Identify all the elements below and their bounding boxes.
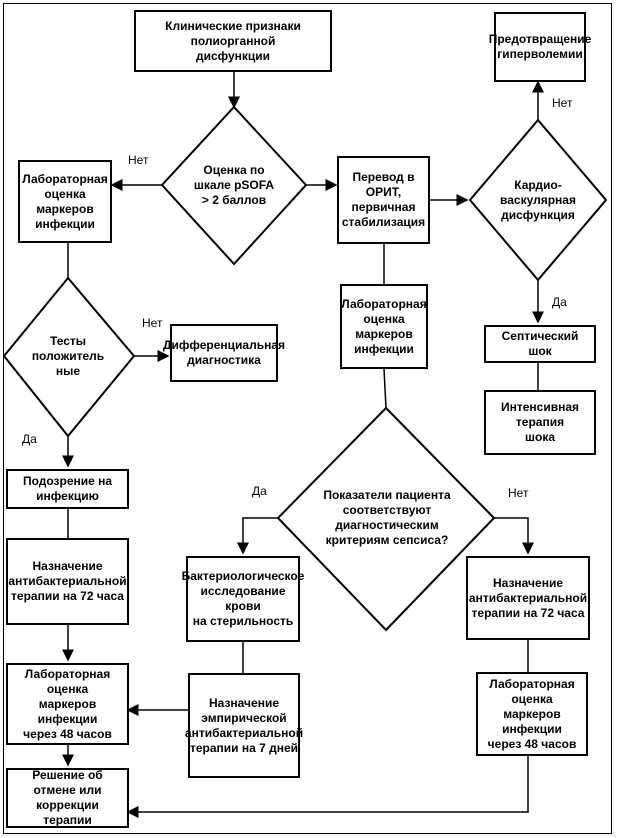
label-no-sepsis: Нет	[508, 486, 529, 500]
label-no-psofa: Нет	[128, 153, 149, 167]
node-suspected-infection: Подозрение на инфекцию	[6, 469, 129, 509]
sepsis-diamond	[276, 406, 496, 632]
node-clinical-signs: Клинические признаки полиорганной дисфун…	[134, 10, 332, 72]
label-yes-cardio: Да	[552, 295, 567, 309]
node-lab-markers-left: Лабораторная оценка маркеров инфекции	[18, 160, 112, 243]
decision-tests-text: Тесты положитель ные	[31, 333, 105, 378]
label-no-cardio: Нет	[552, 96, 573, 110]
node-antibacterial-72-left: Назначение антибактериальной терапии на …	[6, 538, 129, 625]
node-lab-markers-48-right: Лабораторная оценка маркеров инфекции че…	[476, 672, 588, 756]
node-intensive-therapy: Интенсивная терапия шока	[484, 390, 596, 455]
node-differential-diagnosis: Дифференциальная диагностика	[163, 324, 285, 382]
node-septic-shock: Септический шок	[484, 325, 596, 363]
node-lab-markers-48-left: Лабораторная оценка маркеров инфекции че…	[6, 663, 129, 745]
node-empirical-therapy: Назначение эмпирической антибактериально…	[185, 673, 303, 778]
decision-psofa-text: Оценка по шкале pSOFA > 2 баллов	[193, 162, 275, 207]
node-bacteriological: Бактериологическое исследование крови на…	[182, 556, 304, 642]
node-prevent-hypervolemia: Предотвращение гиперволемии	[489, 12, 591, 82]
psofa-diamond	[160, 105, 308, 266]
label-yes-sepsis: Да	[252, 484, 267, 498]
decision-cardio-text: Кардио- васкулярная дисфункция	[500, 177, 576, 222]
node-lab-markers-center: Лабораторная оценка маркеров инфекции	[340, 284, 428, 369]
label-yes-tests: Да	[22, 432, 37, 446]
connector-lines	[62, 72, 544, 818]
node-antibacterial-72-right: Назначение антибактериальной терапии на …	[466, 556, 590, 640]
node-icu-transfer: Перевод в ОРИТ, первичная стабилизация	[337, 156, 430, 244]
label-no-tests: Нет	[142, 316, 163, 330]
diagram-frame	[3, 3, 612, 834]
node-decision-cancel: Решение об отмене или коррекции терапии	[6, 768, 129, 828]
decision-sepsis-text: Показатели пациента соответствуют диагно…	[323, 488, 451, 547]
